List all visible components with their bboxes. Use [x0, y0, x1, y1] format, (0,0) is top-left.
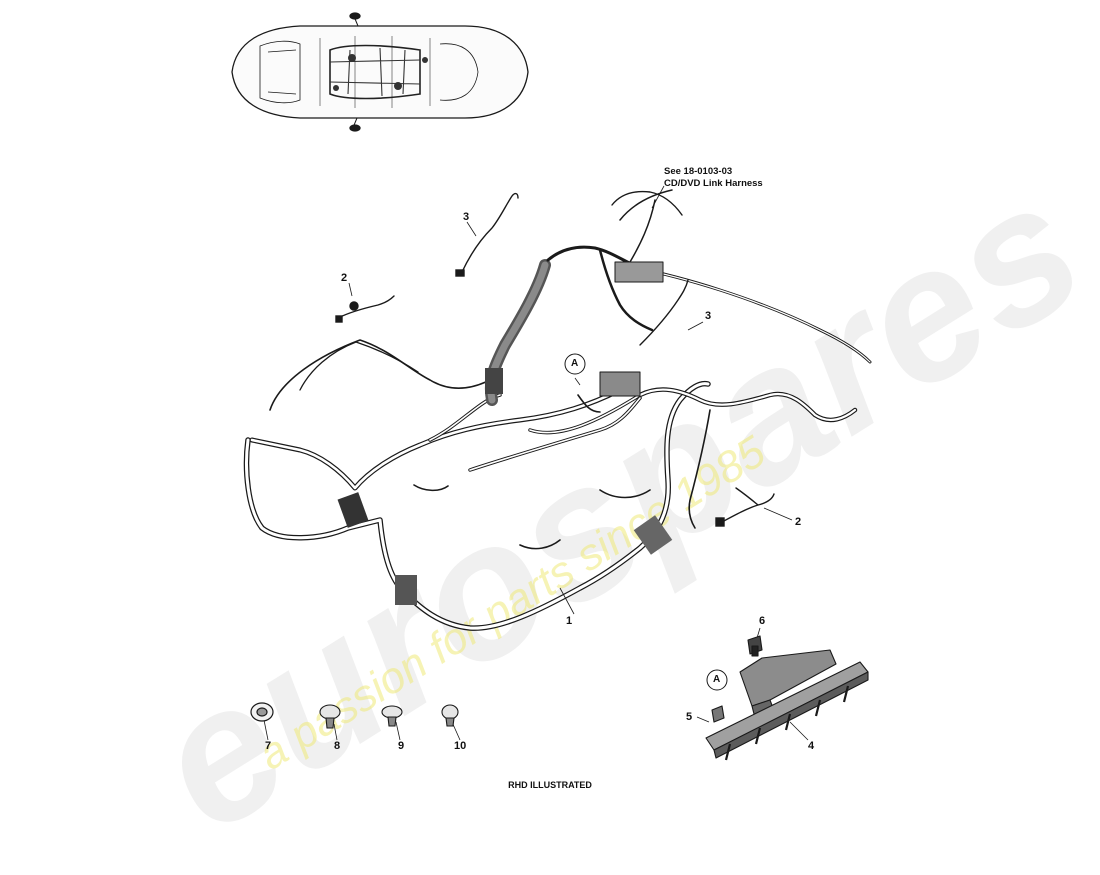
rhd-illustrated-footer: RHD ILLUSTRATED	[508, 780, 592, 790]
main-harness	[243, 189, 872, 631]
clip-9	[381, 705, 403, 727]
callout-9-clip: 9	[398, 740, 405, 752]
reference-line-2: CD/DVD Link Harness	[664, 178, 763, 189]
callout-7-grommet: 7	[265, 740, 272, 752]
callout-3-right: 3	[705, 310, 712, 322]
cd-dvd-harness-reference: See 18-0103-03 CD/DVD Link Harness	[664, 166, 763, 190]
callout-2-left: 2	[341, 272, 348, 284]
bracket-assembly	[705, 635, 869, 761]
parts-diagram: eurospares a passion for parts since 198…	[120, 12, 1100, 872]
diagram-drawing	[231, 12, 872, 761]
leader-lines	[263, 185, 809, 741]
grommet-7	[250, 702, 274, 722]
callout-10-clip: 10	[454, 740, 467, 752]
reference-line-1: See 18-0103-03	[664, 166, 733, 177]
callout-5-bolt: 5	[686, 711, 693, 723]
detail-a-label-inset: A	[713, 674, 721, 685]
detail-a-marker-main	[564, 353, 586, 375]
sub-harnesses	[335, 190, 775, 527]
car-top-view	[231, 12, 529, 132]
detail-a-marker-inset	[706, 669, 728, 691]
callout-6-nut: 6	[759, 615, 766, 627]
detail-a-label-main: A	[571, 358, 579, 369]
callout-8-clip: 8	[334, 740, 341, 752]
callout-3-top: 3	[463, 211, 470, 223]
clip-8	[319, 704, 341, 729]
callout-4-bracket: 4	[808, 740, 815, 752]
callout-2-right: 2	[795, 516, 802, 528]
callout-1-main-harness: 1	[566, 615, 573, 627]
clip-10	[441, 704, 459, 727]
